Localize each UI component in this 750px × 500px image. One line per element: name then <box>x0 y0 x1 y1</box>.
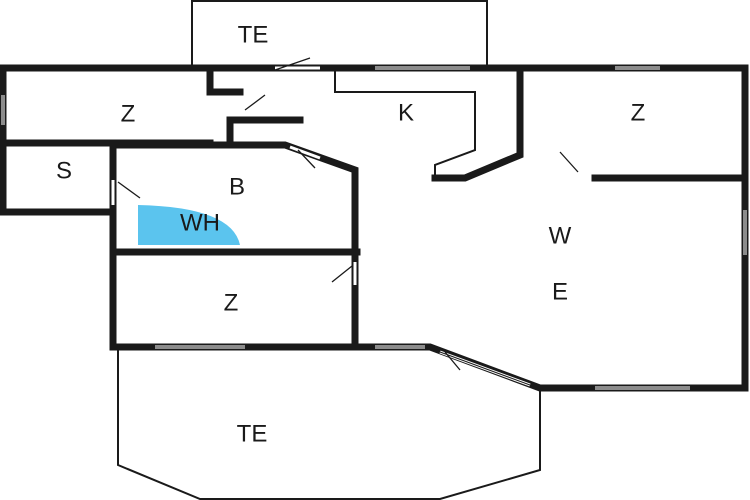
water-heater-area <box>138 205 240 245</box>
room-label-kitchen: K <box>398 99 414 126</box>
room-label-water-heater: WH <box>180 209 220 236</box>
room-label-room-top-left: Z <box>121 100 136 127</box>
interior-wall-hall2 <box>226 116 304 147</box>
room-label-storage: S <box>56 157 72 184</box>
terrace-top-outline <box>191 0 488 68</box>
room-label-terrace-top: TE <box>238 21 269 48</box>
room-label-bathroom: B <box>229 173 245 200</box>
room-label-terrace-bottom: TE <box>237 420 268 447</box>
room-label-room-top-right: Z <box>631 99 646 126</box>
doors <box>111 57 591 371</box>
room-label-room-middle: Z <box>224 289 239 316</box>
interior-wall-kitchen-right <box>431 64 524 182</box>
exterior-wall <box>0 64 749 392</box>
room-label-living-w: W <box>549 222 572 249</box>
windows <box>1 66 747 390</box>
room-label-living-e: E <box>552 278 568 305</box>
interior-wall-hall <box>206 64 244 96</box>
terrace-bottom-outline <box>117 347 541 500</box>
